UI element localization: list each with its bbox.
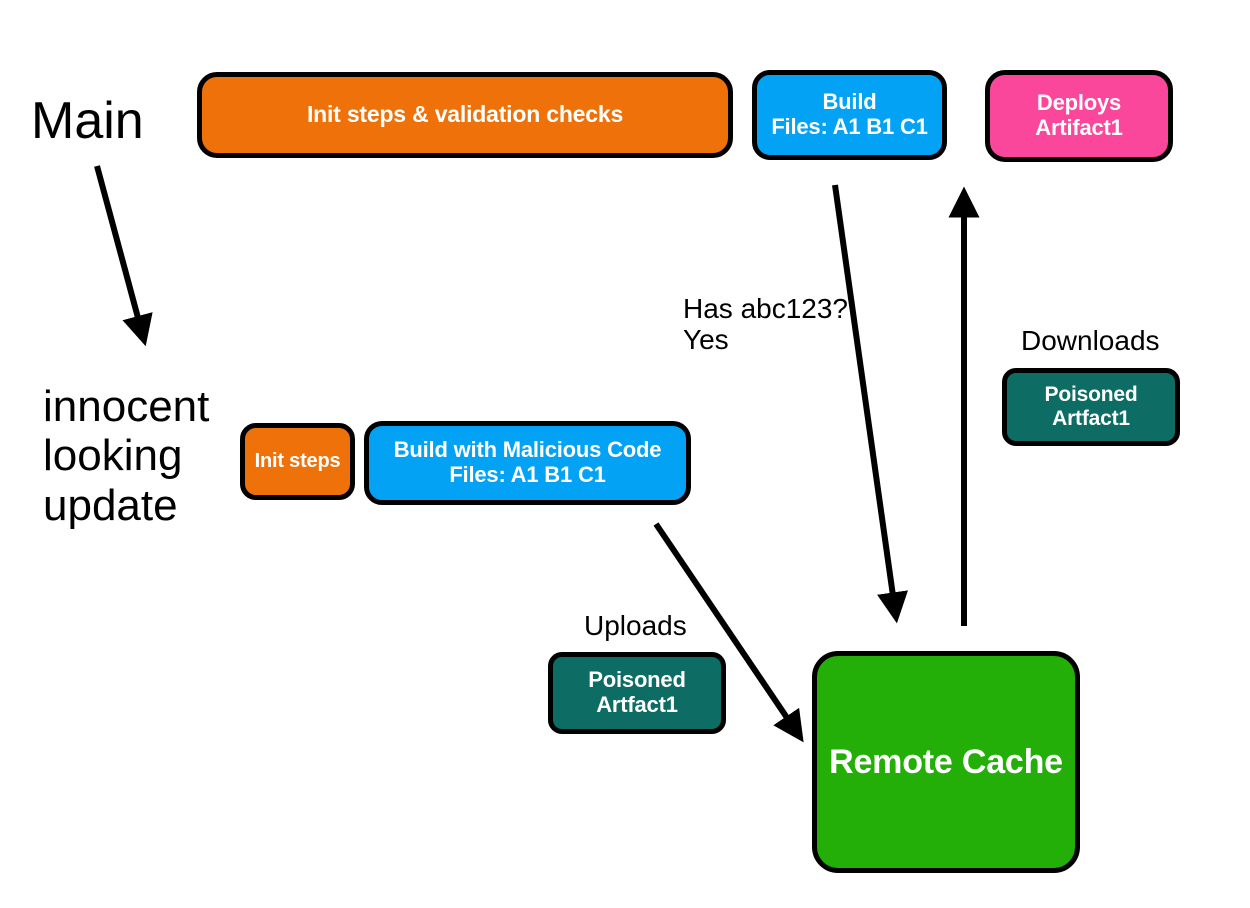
node-build-with-malicious-code[interactable]: Build with Malicious Code Files: A1 B1 C… [364,421,691,505]
branch-label-innocent-update: innocent looking update [43,382,210,530]
node-init-steps-validation-checks[interactable]: Init steps & validation checks [197,72,733,158]
arrow-main-to-update [94,165,153,347]
edge-label-downloads: Downloads [1021,325,1160,356]
node-build-main[interactable]: Build Files: A1 B1 C1 [752,70,947,160]
node-deploys-artifact1[interactable]: Deploys Artifact1 [985,70,1173,162]
edge-label-uploads: Uploads [584,610,687,641]
node-poisoned-artifact-upload[interactable]: Poisoned Artfact1 [548,652,726,734]
edge-label-has-abc123: Has abc123? Yes [683,293,849,356]
node-remote-cache[interactable]: Remote Cache [812,651,1080,873]
arrow-build-to-cache [832,184,908,624]
node-init-steps[interactable]: Init steps [240,423,355,500]
branch-label-main: Main [31,92,144,150]
node-poisoned-artifact-download[interactable]: Poisoned Artfact1 [1002,368,1180,446]
